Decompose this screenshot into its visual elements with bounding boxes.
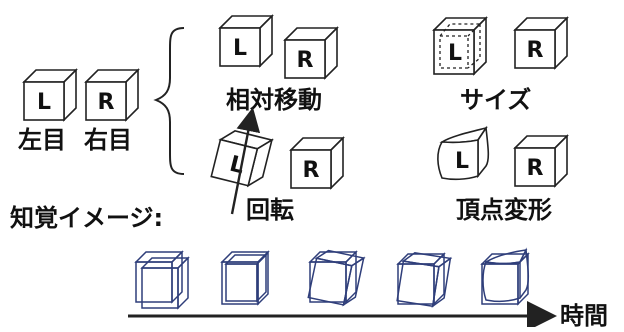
cube-left-eye — [22, 68, 78, 122]
cube-right-eye — [84, 68, 140, 122]
relative-move-label: 相対移動 — [226, 86, 322, 114]
cube-left-eye-letter: L — [37, 90, 51, 115]
perceived-cube-5 — [480, 247, 530, 306]
perceived-cube-4 — [396, 252, 453, 308]
right-eye-label: 右目 — [84, 126, 132, 154]
curly-brace — [153, 27, 185, 175]
cube-relative-move-left-letter: L — [233, 36, 247, 61]
cube-deform-left — [437, 125, 490, 181]
cube-deform-right — [513, 134, 569, 188]
perceived-cube-3 — [307, 249, 366, 307]
cube-rotation-right-letter: R — [303, 158, 320, 183]
cube-deform-right-letter: R — [527, 156, 544, 181]
perceived-cube-1 — [134, 250, 190, 310]
cube-right-eye-letter: R — [98, 90, 115, 115]
cube-size-dashed-outline — [439, 23, 482, 69]
vertex-deform-label: 頂点変形 — [456, 196, 552, 224]
size-label: サイズ — [460, 86, 531, 114]
perceived-image-label: 知覚イメージ: — [10, 204, 163, 232]
cube-size-right — [513, 16, 569, 70]
time-label: 時間 — [560, 302, 608, 327]
cube-relative-move-right — [283, 26, 339, 80]
left-eye-label: 左目 — [18, 126, 66, 154]
cube-size-left-letter: L — [448, 41, 462, 66]
cube-relative-move-right-letter: R — [297, 48, 314, 73]
perceived-cube-2 — [220, 250, 270, 306]
cube-size-right-letter: R — [527, 38, 544, 63]
cube-rotation-right — [289, 136, 345, 190]
rotation-label: 回転 — [246, 196, 294, 224]
rotation-axis-arrow — [230, 107, 261, 215]
cube-deform-left-letter: L — [455, 149, 469, 174]
cube-relative-move-left — [218, 14, 274, 68]
